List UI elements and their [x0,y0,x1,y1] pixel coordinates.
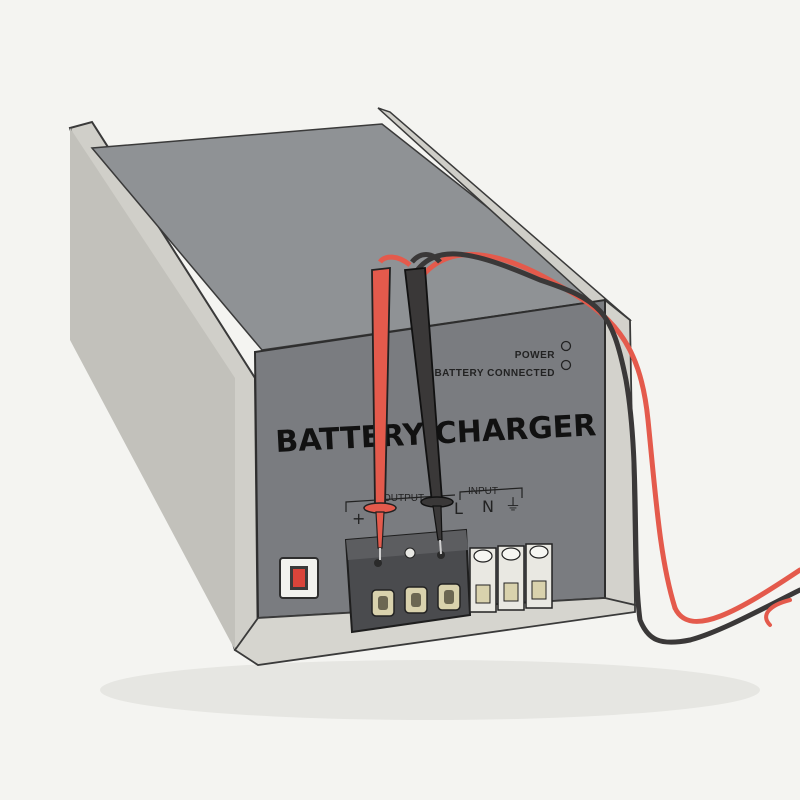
input-screw-n [501,547,521,561]
input-slot-n [503,582,519,602]
case-base [233,597,636,666]
input-terminal-block [469,543,553,613]
red-probe-lead-top [377,254,412,267]
output-slot-1-screw [378,596,388,610]
output-terminal-screw-hole [404,547,416,559]
power-led-icon [560,340,572,352]
input-label: INPUT [468,486,498,497]
black-probe-shaft [432,505,443,541]
red-cable-tail [764,598,792,627]
input-slot-earth [531,580,547,600]
input-screw-l [473,549,493,563]
output-slot-2-screw [411,593,421,607]
input-n-symbol: N [482,497,494,516]
power-label: POWER [515,350,556,361]
red-probe-shaft [375,511,385,549]
floor-shadow [100,660,760,720]
black-probe-tip [439,539,442,555]
output-bracket [345,494,456,512]
red-cable-end [672,567,800,624]
red-test-probe[interactable] [363,254,412,560]
output-slot-3-screw [444,590,454,604]
input-slot-l [475,584,491,604]
black-cable-end [687,587,800,643]
output-terminal-socket-2 [437,551,445,559]
battery-connected-led-icon [560,359,572,371]
input-l-symbol: L [454,499,463,518]
output-plus-symbol: + [352,509,365,528]
output-terminal-slots [371,583,461,617]
black-test-probe[interactable] [404,252,454,555]
input-bracket [459,487,523,500]
output-terminal-socket-1 [374,559,382,567]
input-earth-symbol: ⏚ [505,495,521,514]
case-left-wall-shade [70,128,235,650]
black-cable [407,251,693,645]
output-label: OUTPUT [383,493,424,504]
black-probe-lead-top [410,252,442,264]
power-switch-rocker[interactable] [293,569,305,587]
input-screw-earth [529,545,549,559]
battery-connected-label: BATTERY CONNECTED [434,368,555,379]
